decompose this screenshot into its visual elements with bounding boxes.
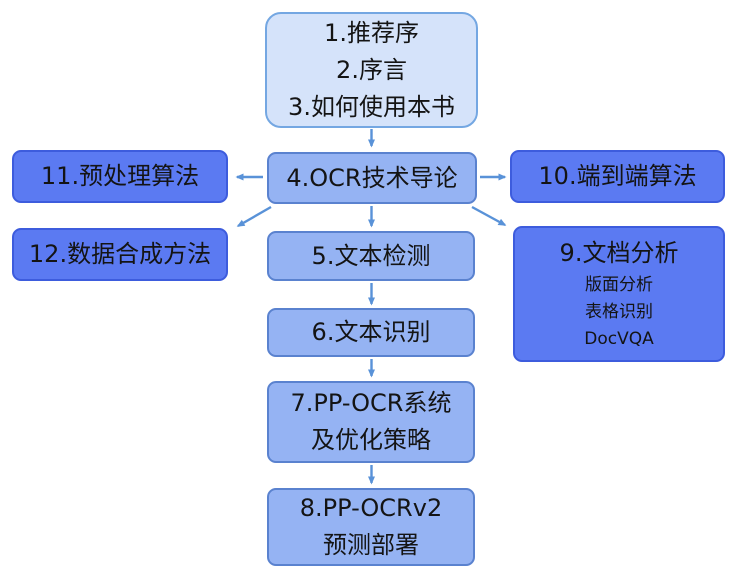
node-front-matter: 1.推荐序 2.序言 3.如何使用本书 <box>265 12 478 128</box>
chapter-9-item-table-recognition: 表格识别 <box>585 302 653 322</box>
node-chapter-11: 11.预处理算法 <box>12 150 228 203</box>
chapter-9-item-layout-analysis: 版面分析 <box>585 275 653 295</box>
front-matter-line-3: 3.如何使用本书 <box>288 92 455 121</box>
front-matter-line-2: 2.序言 <box>336 55 407 84</box>
node-chapter-12: 12.数据合成方法 <box>12 228 228 281</box>
node-chapter-9: 9.文档分析 版面分析 表格识别 DocVQA <box>513 226 725 362</box>
node-chapter-5: 5.文本检测 <box>267 231 475 281</box>
node-chapter-10: 10.端到端算法 <box>510 150 725 203</box>
chapter-12-label: 12.数据合成方法 <box>28 240 212 268</box>
front-matter-line-1: 1.推荐序 <box>324 18 419 47</box>
chapter-7-line-2: 及优化策略 <box>311 426 431 454</box>
chapter-6-label: 6.文本识别 <box>311 318 431 346</box>
chapter-11-label: 11.预处理算法 <box>40 162 200 190</box>
chapter-8-line-1: 8.PP-OCRv2 <box>299 494 443 522</box>
arrow-ch4-to-ch12 <box>236 205 272 228</box>
node-chapter-4: 4.OCR技术导论 <box>267 152 477 204</box>
node-chapter-7: 7.PP-OCR系统 及优化策略 <box>267 381 475 463</box>
chapter-7-line-1: 7.PP-OCR系统 <box>290 389 452 417</box>
chapter-9-title: 9.文档分析 <box>559 239 679 267</box>
chapter-4-label: 4.OCR技术导论 <box>286 163 458 192</box>
chapter-5-label: 5.文本检测 <box>311 241 431 270</box>
chapter-9-item-docvqa: DocVQA <box>584 329 654 349</box>
chapter-10-label: 10.端到端算法 <box>538 162 697 190</box>
node-chapter-8: 8.PP-OCRv2 预测部署 <box>267 488 475 566</box>
node-chapter-6: 6.文本识别 <box>267 308 475 357</box>
arrow-ch4-to-ch9 <box>471 205 507 227</box>
chapter-8-line-2: 预测部署 <box>323 531 419 559</box>
